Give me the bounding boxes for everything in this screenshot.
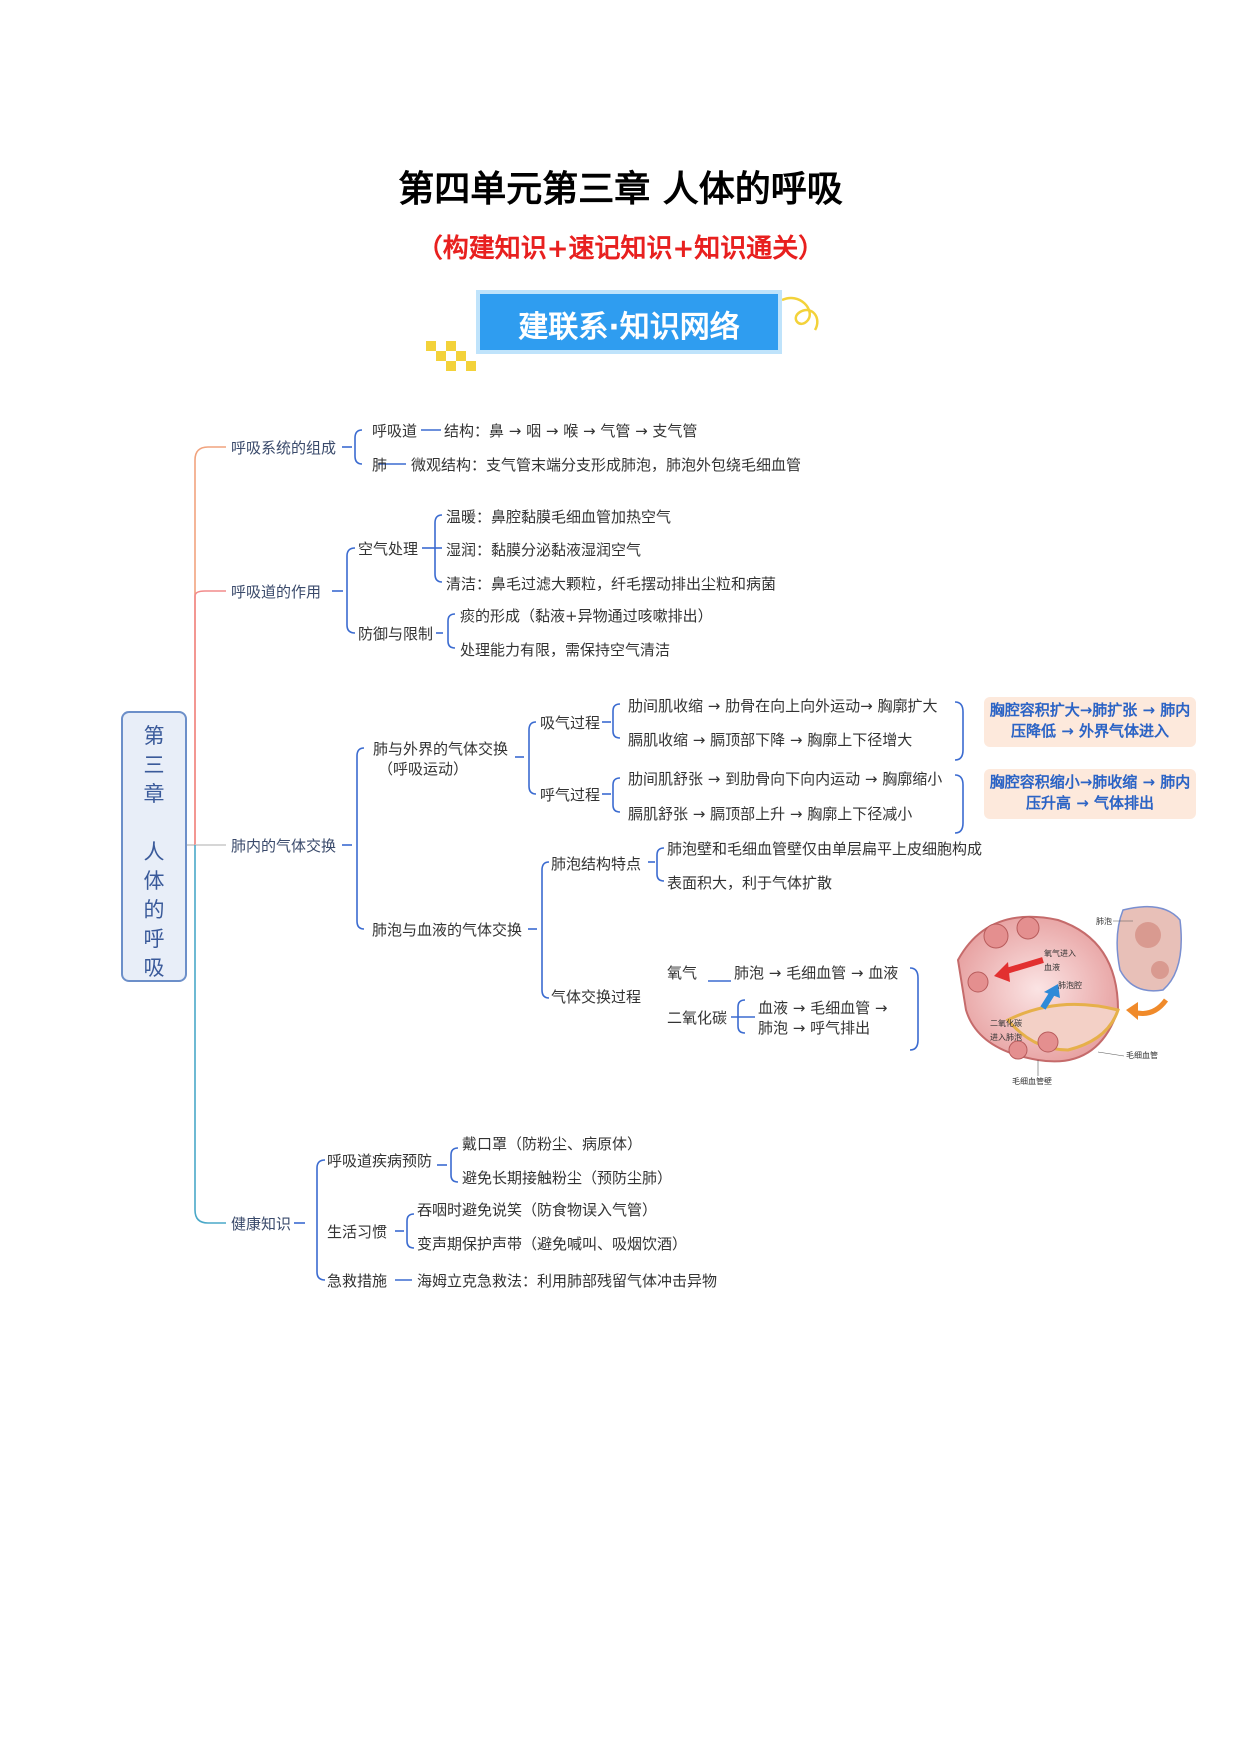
- node-exhale-step1: 肋间肌舒张 → 到肋骨向下向内运动 → 胸廓缩小: [628, 770, 943, 788]
- page-title: 第四单元第三章 人体的呼吸: [398, 169, 843, 210]
- node-warming: 温暖：鼻腔黏膜毛细血管加热空气: [446, 508, 672, 526]
- node-tract-structure: 结构：鼻 → 咽 → 喉 → 气管 → 支气管: [444, 422, 698, 440]
- root-node-label: 第 三 章 人 体 的 呼 吸: [143, 724, 165, 980]
- node-respiratory-tract: 呼吸道: [372, 422, 418, 440]
- node-external-exchange: 肺与外界的气体交换: [373, 740, 509, 758]
- node-first-aid: 急救措施: [327, 1272, 388, 1290]
- branch-tract-function: 呼吸道的作用: [231, 583, 322, 601]
- node-moistening: 湿润：黏膜分泌黏液湿润空气: [446, 541, 642, 559]
- page-subtitle: （构建知识+速记知识+知识通关）: [416, 234, 825, 264]
- node-inhalation: 吸气过程: [540, 714, 601, 732]
- exhale-result-box: 胸腔容积缩小→肺收缩 → 肺内压升高 → 气体排出: [984, 769, 1196, 819]
- node-gas-exchange-process: 气体交换过程: [551, 988, 642, 1006]
- node-exhale-step2: 膈肌舒张 → 膈顶部上升 → 胸廓上下径减小: [628, 805, 913, 823]
- node-structure-point2: 表面积大，利于气体扩散: [667, 874, 833, 892]
- inhale-result-box: 胸腔容积扩大→肺扩张 → 肺内压降低 → 外界气体进入: [984, 697, 1196, 747]
- node-inhale-step2: 膈肌收缩 → 膈顶部下降 → 胸廓上下径增大: [628, 731, 913, 749]
- node-breathing-movement: （呼吸运动）: [378, 760, 469, 778]
- node-alveolar-exchange: 肺泡与血液的气体交换: [372, 921, 523, 939]
- section-banner-title: 建联系·知识网络: [518, 310, 740, 345]
- branch-health-knowledge: 健康知识: [231, 1215, 292, 1233]
- branch-gas-exchange: 肺内的气体交换: [231, 837, 337, 855]
- node-co2: 二氧化碳: [667, 1009, 728, 1027]
- node-avoid-dust: 避免长期接触粉尘（预防尘肺）: [462, 1169, 673, 1187]
- node-limit: 处理能力有限，需保持空气清洁: [460, 641, 671, 659]
- node-co2-path1: 血液 → 毛细血管 →: [758, 999, 888, 1017]
- node-habits: 生活习惯: [327, 1223, 388, 1241]
- node-defense: 防御与限制: [358, 625, 434, 643]
- branch-respiratory-system: 呼吸系统的组成: [231, 439, 337, 457]
- root-node-box: [121, 711, 187, 982]
- label-co2: 二氧化碳: [990, 1018, 1022, 1028]
- section-banner: [476, 290, 782, 354]
- node-inhale-step1: 肋间肌收缩 → 肋骨在向上向外运动→ 胸廓扩大: [628, 697, 938, 715]
- banner-decoration: [426, 296, 819, 371]
- node-oxygen: 氧气: [667, 964, 698, 982]
- node-phlegm: 痰的形成（黏液+异物通过咳嗽排出）: [460, 607, 713, 625]
- label-oxygen-in: 氧气进入: [1044, 948, 1076, 958]
- label-capillary: 毛细血管: [1126, 1050, 1158, 1060]
- node-air-processing: 空气处理: [358, 540, 419, 558]
- label-alveolar-cavity: 肺泡腔: [1058, 980, 1082, 990]
- node-lung: 肺: [372, 456, 388, 474]
- label-blood: 血液: [1044, 962, 1060, 972]
- node-habit-voice: 变声期保护声带（避免喊叫、吸烟饮酒）: [417, 1235, 688, 1253]
- node-alveolus-structure: 肺泡结构特点: [551, 855, 642, 873]
- node-heimlich: 海姆立克急救法：利用肺部残留气体冲击异物: [417, 1272, 718, 1290]
- node-structure-point1: 肺泡壁和毛细血管壁仅由单层扁平上皮细胞构成: [667, 840, 983, 858]
- node-co2-path2: 肺泡 → 呼气排出: [758, 1019, 871, 1037]
- node-wear-mask: 戴口罩（防粉尘、病原体）: [462, 1135, 643, 1153]
- node-lung-microstructure: 微观结构：支气管末端分支形成肺泡，肺泡外包绕毛细血管: [411, 456, 802, 474]
- node-habit-swallow: 吞咽时避免说笑（防食物误入气管）: [417, 1201, 658, 1219]
- label-co2-into-alveolus: 进入肺泡: [990, 1032, 1022, 1042]
- node-disease-prevention: 呼吸道疾病预防: [327, 1152, 433, 1170]
- node-oxygen-path: 肺泡 → 毛细血管 → 血液: [734, 964, 899, 982]
- label-capillary-wall: 毛细血管壁: [1012, 1076, 1052, 1086]
- label-alveolus: 肺泡: [1096, 916, 1112, 926]
- node-cleaning: 清洁：鼻毛过滤大颗粒，纤毛摆动排出尘粒和病菌: [446, 575, 777, 593]
- node-exhalation: 呼气过程: [540, 786, 601, 804]
- alveolus-illustration: 肺泡 氧气进入 血液 肺泡腔 二氧化碳 进入肺泡 毛细血管 毛细血管壁: [956, 905, 1182, 1086]
